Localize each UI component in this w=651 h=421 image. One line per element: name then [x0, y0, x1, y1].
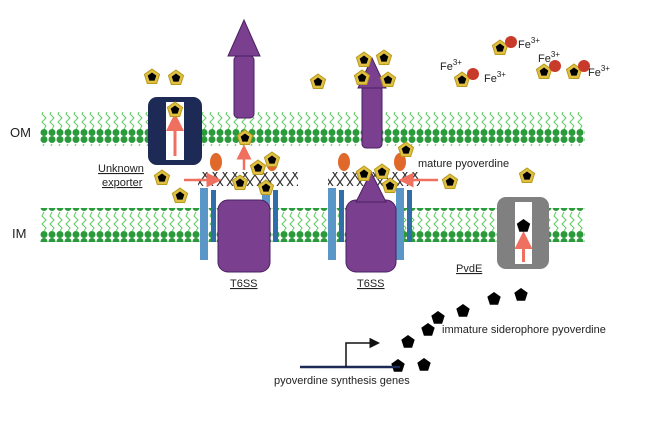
t6ss-left-label: T6SS — [230, 278, 258, 290]
pvde-transporter — [497, 197, 549, 269]
t6ss-right-label: T6SS — [357, 278, 385, 290]
synthesis-genes-label: pyoverdine synthesis genes — [274, 375, 410, 387]
immature-siderophore-label: immature siderophore pyoverdine — [442, 324, 606, 336]
pvde-label: PvdE — [456, 263, 482, 275]
outer-membrane — [40, 112, 585, 146]
unknown-exporter-label-1: Unknown — [98, 163, 144, 175]
im-label: IM — [12, 226, 26, 241]
svg-text:Fe3+: Fe3+ — [538, 50, 560, 65]
gene-promoter — [300, 337, 400, 369]
svg-text:Fe3+: Fe3+ — [484, 70, 506, 85]
iron-siderophores — [453, 36, 590, 87]
unknown-exporter — [148, 97, 202, 165]
inner-membrane — [40, 208, 585, 242]
iron-ion-labels: Fe3+ Fe3+ Fe3+ Fe3+ Fe3+ — [440, 36, 610, 85]
unknown-exporter-label-2: exporter — [102, 177, 143, 189]
svg-text:Fe3+: Fe3+ — [518, 36, 540, 51]
svg-text:Fe3+: Fe3+ — [440, 58, 462, 73]
om-label: OM — [10, 125, 31, 140]
svg-text:Fe3+: Fe3+ — [588, 64, 610, 79]
peptidoglycan-left — [198, 172, 298, 186]
t6ss-right — [328, 56, 438, 273]
mature-pyoverdine-label: mature pyoverdine — [418, 158, 509, 170]
